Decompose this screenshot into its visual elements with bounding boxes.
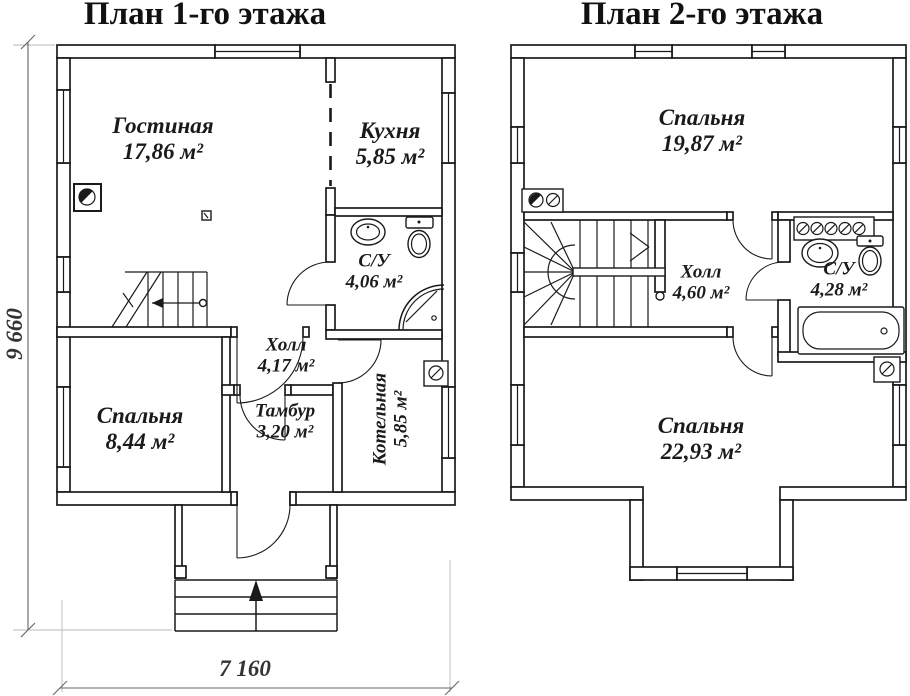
sink-icon [350, 218, 386, 246]
window-icon [56, 89, 71, 164]
window-icon [510, 126, 525, 164]
room-label-boiler-1f: Котельная 5,85 м² [369, 372, 412, 466]
window-icon [751, 44, 786, 59]
room-label-vestibule-1f: Тамбур 3,20 м² [254, 400, 316, 443]
window-icon [510, 384, 525, 446]
towel-radiator-icon [793, 216, 875, 241]
door-icon [732, 219, 773, 260]
window-icon [56, 386, 71, 468]
floor1-plan [56, 44, 456, 632]
room-label-bedroom-1f: Спальня 8,44 м² [96, 403, 184, 454]
entry-arrow-icon [249, 580, 263, 601]
stove-icon [73, 183, 102, 212]
room-label-hall-1f: Холл 4,17 м² [257, 334, 315, 377]
room-label-bathroom-2f: С/У 4,28 м² [810, 258, 868, 301]
window-icon [892, 384, 907, 446]
bathtub-icon [797, 306, 905, 355]
door-icon [732, 336, 773, 377]
door-icon [236, 504, 291, 559]
floor1-outer-walls [56, 44, 456, 506]
toilet-icon [405, 216, 434, 259]
room-label-kitchen-1f: Кухня 5,85 м² [355, 118, 425, 169]
room-label-living-1f: Гостиная 17,86 м² [112, 113, 214, 164]
floor1-doors [236, 261, 382, 559]
floor2-stairs-icon [523, 220, 666, 327]
door-icon [286, 261, 331, 306]
window-icon [56, 256, 71, 293]
sink-icon [801, 238, 839, 268]
window-icon [892, 126, 907, 164]
floor2-windows [510, 44, 907, 581]
room-label-hall-2f: Холл 4,60 м² [672, 261, 730, 304]
floor1-title: План 1-го этажа [83, 0, 327, 32]
floor2-interior-walls [523, 211, 907, 363]
horizontal-dimension-label: 7 160 [219, 656, 271, 681]
window-icon [214, 44, 301, 59]
floor2-doors [732, 219, 785, 377]
floor1-windows [56, 44, 456, 468]
electric-panel-icon [521, 188, 564, 213]
shower-icon [398, 284, 445, 331]
boiler-icon [873, 356, 901, 383]
window-icon [634, 44, 673, 59]
window-icon [676, 566, 748, 581]
floor1-interior-walls [56, 57, 443, 506]
room-label-bedroom-top-2f: Спальня 19,87 м² [658, 105, 746, 156]
door-icon [337, 339, 382, 384]
door-icon [239, 394, 286, 441]
entry-porch [174, 504, 338, 632]
dimension-lines [13, 34, 460, 696]
door-icon [236, 336, 304, 404]
floor1-stairs-icon [111, 271, 208, 328]
toilet-icon [856, 235, 884, 276]
door-icon [745, 261, 785, 301]
window-icon [510, 252, 525, 293]
socket-icon [201, 210, 212, 221]
window-icon [441, 386, 456, 459]
window-icon [441, 92, 456, 164]
vertical-dimension-label: 9 660 [2, 308, 27, 360]
floor2-plan [510, 44, 907, 581]
room-label-bedroom-bottom-2f: Спальня 22,93 м² [657, 413, 745, 464]
floor2-title: План 2-го этажа [580, 0, 824, 32]
room-label-bathroom-1f: С/У 4,06 м² [345, 250, 403, 293]
boiler-icon [423, 360, 449, 387]
